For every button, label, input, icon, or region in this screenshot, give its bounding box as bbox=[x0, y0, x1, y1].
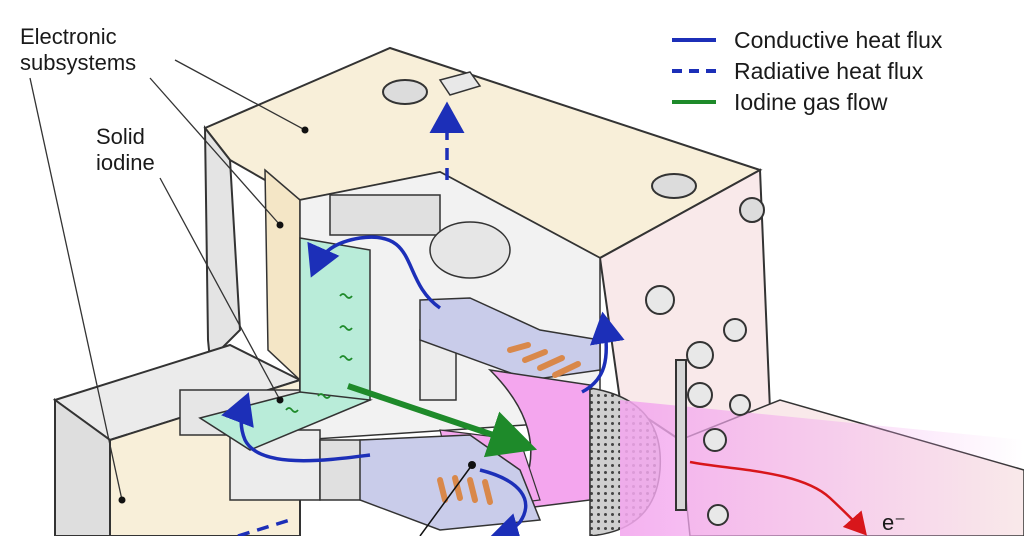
leader-dot bbox=[276, 221, 284, 229]
side-bolt bbox=[729, 394, 751, 416]
label-electronic-subsystems-line2: subsystems bbox=[20, 50, 136, 75]
sublimation-wave bbox=[339, 325, 353, 331]
coil-turn bbox=[537, 355, 565, 371]
conductive-heat-flux-arrow-lower bbox=[221, 392, 371, 463]
label-electron: e⁻ bbox=[882, 510, 906, 535]
sublimation-wave bbox=[339, 293, 353, 299]
right-side-hardware bbox=[645, 285, 751, 526]
coil-turn bbox=[482, 479, 493, 505]
coil-turn bbox=[552, 361, 581, 378]
side-bolt bbox=[686, 341, 714, 369]
side-bolt bbox=[723, 318, 747, 342]
conductive-heat-flux-arrow-upper bbox=[307, 235, 442, 310]
top-mount-post-left bbox=[382, 79, 428, 105]
flow-arrows bbox=[221, 101, 867, 536]
leader-dot bbox=[276, 396, 284, 404]
leader-electronic-to-lower bbox=[29, 77, 123, 501]
upper-housing-left-side bbox=[203, 125, 242, 363]
leader-solid-iodine bbox=[159, 177, 281, 401]
coil-turn bbox=[522, 349, 548, 363]
leader-dot bbox=[301, 126, 309, 134]
coil-turn bbox=[507, 342, 531, 353]
radiative-heat-flux-arrow-bottom bbox=[237, 518, 291, 536]
lower-coil bbox=[437, 475, 493, 505]
conductive-heat-flux-arrow-right bbox=[581, 311, 625, 394]
top-lip bbox=[438, 71, 482, 96]
electron-emission-arrow bbox=[689, 460, 867, 536]
coil-turn bbox=[437, 477, 448, 503]
side-bolt bbox=[707, 504, 729, 526]
legend-label-iodine: Iodine gas flow bbox=[734, 89, 888, 115]
pointer-line bbox=[419, 464, 473, 536]
label-electronic-subsystems-line1: Electronic bbox=[20, 24, 117, 49]
upper-cylinder bbox=[429, 221, 511, 279]
coil-turn bbox=[452, 475, 463, 501]
upper-housing-inner-wall bbox=[264, 168, 301, 382]
corner-bolt bbox=[739, 197, 765, 223]
upper-coil bbox=[507, 342, 581, 378]
side-bolt bbox=[703, 428, 727, 452]
label-leader-lines bbox=[29, 59, 306, 501]
side-bolt bbox=[687, 382, 713, 408]
side-bolt bbox=[645, 285, 675, 315]
top-mount-post-right bbox=[651, 173, 697, 199]
leader-dot bbox=[118, 496, 126, 504]
sublimation-wave bbox=[317, 393, 331, 399]
sublimation-wave bbox=[285, 407, 299, 413]
lower-housing-left-side bbox=[54, 398, 111, 536]
coil-turn bbox=[467, 477, 478, 503]
legend: Conductive heat flux Radiative heat flux… bbox=[672, 27, 943, 115]
leader-electronic-to-inner bbox=[149, 77, 281, 226]
legend-label-conductive: Conductive heat flux bbox=[734, 27, 943, 53]
lower-feed-assembly bbox=[359, 434, 542, 531]
upper-housing bbox=[203, 46, 772, 442]
iodine-gas-flow-arrow bbox=[347, 383, 538, 458]
label-solid-iodine-line2: iodine bbox=[96, 150, 155, 175]
sublimation-wave bbox=[339, 355, 353, 361]
cathode-tube bbox=[675, 359, 687, 511]
conductive-heat-flux-arrow-bottom bbox=[479, 468, 528, 536]
upper-mechanism-block bbox=[329, 194, 441, 236]
iodine-sublimation-marks bbox=[285, 293, 353, 413]
leader-electronic-to-top bbox=[174, 59, 306, 131]
label-solid-iodine-line1: Solid bbox=[96, 124, 145, 149]
legend-label-radiative: Radiative heat flux bbox=[734, 58, 924, 84]
